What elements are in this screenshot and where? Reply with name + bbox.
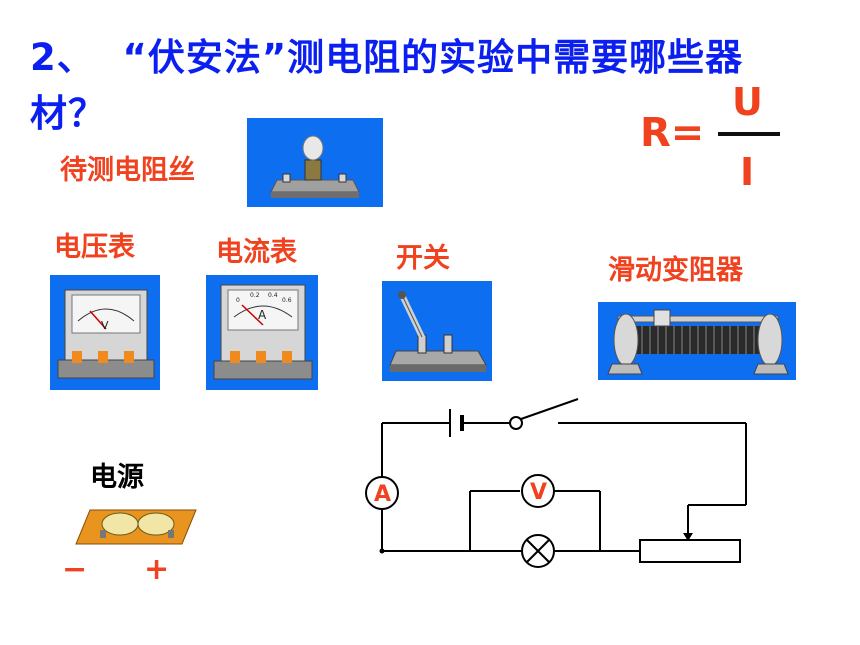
ammeter-scale-2: 0.4 [268, 292, 278, 299]
title-text: “伏安法”测电阻的实验中需要哪些器材？ [30, 36, 744, 135]
voltmeter-illustration: V [57, 289, 155, 379]
battery-holder-illustration [75, 509, 197, 545]
switch-image [382, 281, 492, 381]
ammeter-scale-3: 0.6 [282, 297, 292, 304]
resistor-wire-image [247, 118, 383, 207]
ammeter-scale-1: 0.2 [250, 292, 260, 299]
ammeter-illustration: 0 0.2 0.4 0.6 A [213, 284, 313, 380]
battery-negative-sign: − [62, 552, 88, 587]
label-power-supply: 电源 [90, 462, 144, 493]
ohm-formula: R= U I [640, 80, 790, 200]
circuit-ammeter-letter: A [374, 482, 391, 507]
rheostat-illustration [607, 309, 789, 375]
rheostat-image [598, 302, 796, 380]
fraction-bar [718, 132, 780, 136]
title-number: 2、 [30, 36, 95, 79]
knife-switch-illustration [389, 291, 487, 372]
formula-numerator: U [732, 80, 763, 124]
label-voltmeter: 电压表 [54, 232, 135, 263]
formula-lhs: R= [640, 110, 705, 156]
slide-title: 2、 “伏安法”测电阻的实验中需要哪些器材？ [30, 30, 790, 142]
voltmeter-face-letter: V [101, 319, 109, 332]
formula-denominator: I [740, 150, 755, 194]
label-resistor-wire: 待测电阻丝 [60, 155, 195, 186]
lamp-board-illustration [270, 135, 360, 198]
power-supply-image [70, 500, 200, 550]
ammeter-image: 0 0.2 0.4 0.6 A [206, 275, 318, 390]
battery-positive-sign: + [144, 552, 170, 587]
circuit-diagram: A V [365, 398, 747, 568]
label-rheostat: 滑动变阻器 [608, 255, 743, 286]
label-ammeter: 电流表 [216, 237, 297, 268]
label-switch: 开关 [396, 243, 450, 274]
ammeter-face-letter: A [258, 308, 267, 322]
circuit-voltmeter-letter: V [530, 480, 547, 505]
voltmeter-image: V [50, 275, 160, 390]
ammeter-scale-0: 0 [236, 297, 240, 304]
